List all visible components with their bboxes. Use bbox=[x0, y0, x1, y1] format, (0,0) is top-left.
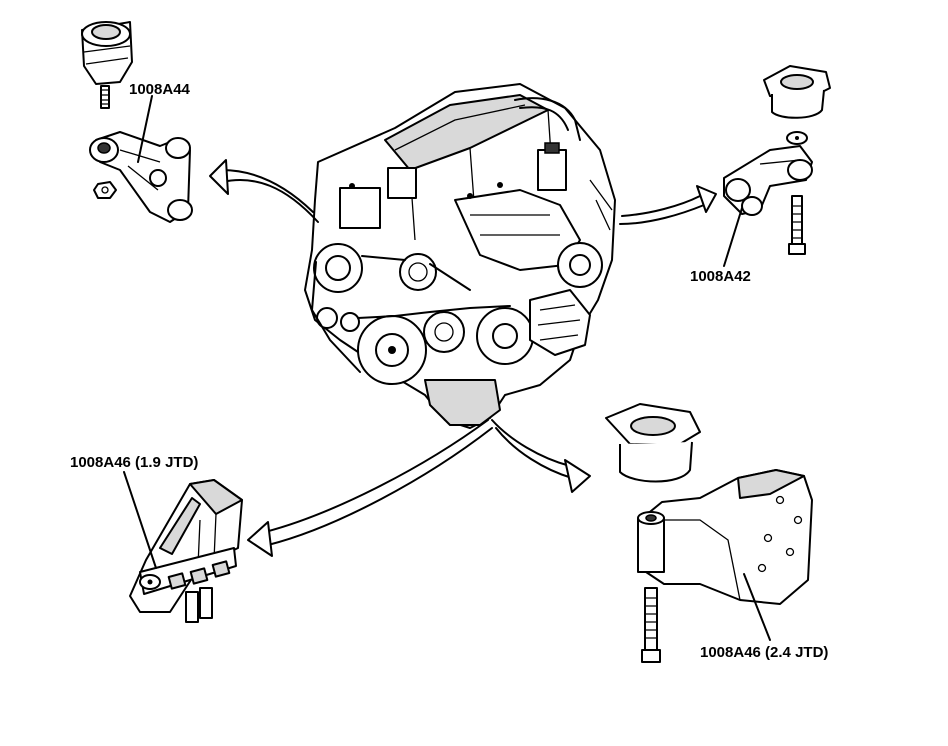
part-label-1008A46-2.4-jtd: 1008A46 (2.4 JTD) bbox=[700, 644, 829, 661]
mount-1008A46-2.4-illustration bbox=[605, 403, 813, 663]
engine-illustration bbox=[304, 83, 616, 429]
mount-1008A46-1.9-illustration bbox=[123, 471, 243, 623]
arrow-to-1008A42 bbox=[619, 185, 717, 225]
arrow-to-1008A46-2.4 bbox=[491, 419, 591, 493]
mount-1008A42-illustration bbox=[723, 65, 831, 267]
part-label-1008A42: 1008A42 bbox=[690, 268, 751, 285]
arrow-to-1008A44 bbox=[209, 159, 319, 223]
mount-1008A44-illustration bbox=[81, 21, 193, 223]
part-label-1008A46-1.9-jtd: 1008A46 (1.9 JTD) bbox=[70, 454, 199, 471]
arrow-to-1008A46-1.9 bbox=[247, 419, 493, 557]
part-label-1008A44: 1008A44 bbox=[129, 81, 190, 98]
